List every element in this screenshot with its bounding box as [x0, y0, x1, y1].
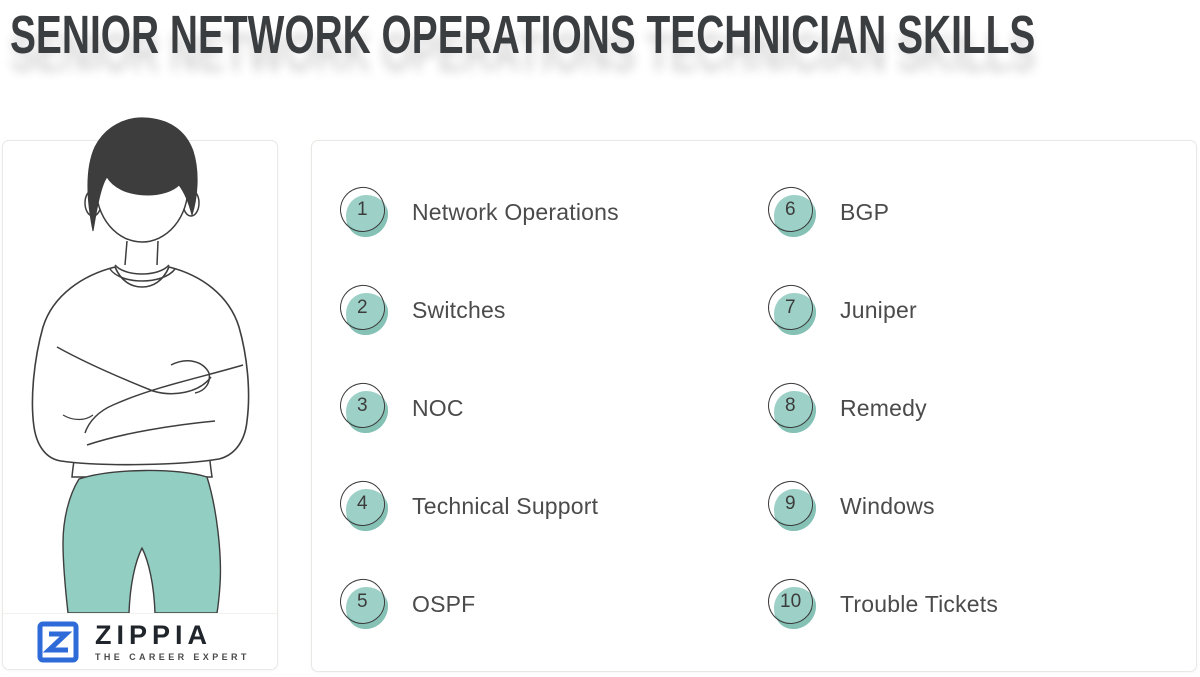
badge-blob — [774, 489, 816, 531]
skill-number-badge: 4 — [337, 478, 390, 531]
skill-label: Juniper — [840, 296, 917, 323]
skill-label: OSPF — [412, 590, 476, 617]
skill-item-5: 5 OSPF — [337, 576, 619, 629]
skill-number: 3 — [357, 394, 368, 416]
skill-item-9: 9 Windows — [765, 478, 998, 531]
skill-item-4: 4 Technical Support — [337, 478, 619, 531]
skill-label: Technical Support — [412, 492, 599, 519]
badge-blob — [774, 587, 816, 629]
skill-item-7: 7 Juniper — [765, 282, 998, 335]
skill-number: 2 — [357, 296, 368, 318]
skill-number-badge: 5 — [337, 576, 390, 629]
skill-number: 5 — [357, 590, 368, 612]
skill-item-8: 8 Remedy — [765, 380, 998, 433]
skill-number-badge: 9 — [765, 478, 818, 531]
badge-blob — [774, 195, 816, 237]
skill-item-3: 3 NOC — [337, 380, 619, 433]
skill-number: 6 — [785, 198, 796, 220]
skill-number: 8 — [785, 394, 796, 416]
brand-tagline: THE CAREER EXPERT — [95, 651, 250, 662]
skill-number-badge: 3 — [337, 380, 390, 433]
person-card: ZIPPIA THE CAREER EXPERT — [2, 117, 278, 670]
skill-label: Remedy — [840, 394, 927, 421]
badge-blob — [774, 391, 816, 433]
skills-card: 1 Network Operations 2 Switches 3 NOC — [311, 140, 1197, 672]
page-title: SENIOR NETWORK OPERATIONS TECHNICIAN SKI… — [10, 5, 1036, 65]
skill-number: 10 — [779, 590, 802, 612]
person-illustration — [31, 117, 250, 613]
skill-label: Network Operations — [412, 198, 619, 225]
zippia-logo: ZIPPIA THE CAREER EXPERT — [3, 613, 277, 669]
skill-number: 4 — [357, 492, 368, 514]
skill-number-badge: 6 — [765, 184, 818, 237]
badge-blob — [346, 391, 388, 433]
skill-number-badge: 8 — [765, 380, 818, 433]
zippia-z-icon — [37, 621, 79, 662]
skill-item-10: 10 Trouble Tickets — [765, 576, 999, 629]
skill-item-1: 1 Network Operations — [337, 184, 619, 237]
skill-label: BGP — [840, 198, 890, 225]
brand-name: ZIPPIA — [95, 619, 213, 650]
skill-label: Trouble Tickets — [840, 590, 999, 617]
skill-item-6: 6 BGP — [765, 184, 998, 237]
badge-blob — [346, 587, 388, 629]
badge-blob — [346, 293, 388, 335]
badge-blob — [346, 195, 388, 237]
skill-number: 9 — [785, 492, 796, 514]
skills-column-2: 6 BGP 7 Juniper 8 Remedy — [765, 184, 999, 677]
badge-blob — [346, 489, 388, 531]
skill-label: Switches — [412, 296, 506, 323]
skill-label: NOC — [412, 394, 464, 421]
skill-number: 1 — [357, 198, 368, 220]
badge-blob — [774, 293, 816, 335]
zippia-wordmark: ZIPPIA THE CAREER EXPERT — [95, 619, 250, 662]
skill-number-badge: 1 — [337, 184, 390, 237]
skill-number-badge: 7 — [765, 282, 818, 335]
skill-number-badge: 10 — [765, 576, 818, 629]
skills-column-1: 1 Network Operations 2 Switches 3 NOC — [337, 184, 619, 677]
skill-item-2: 2 Switches — [337, 282, 619, 335]
skill-number-badge: 2 — [337, 282, 390, 335]
skill-label: Windows — [840, 492, 935, 519]
skill-number: 7 — [785, 296, 796, 318]
